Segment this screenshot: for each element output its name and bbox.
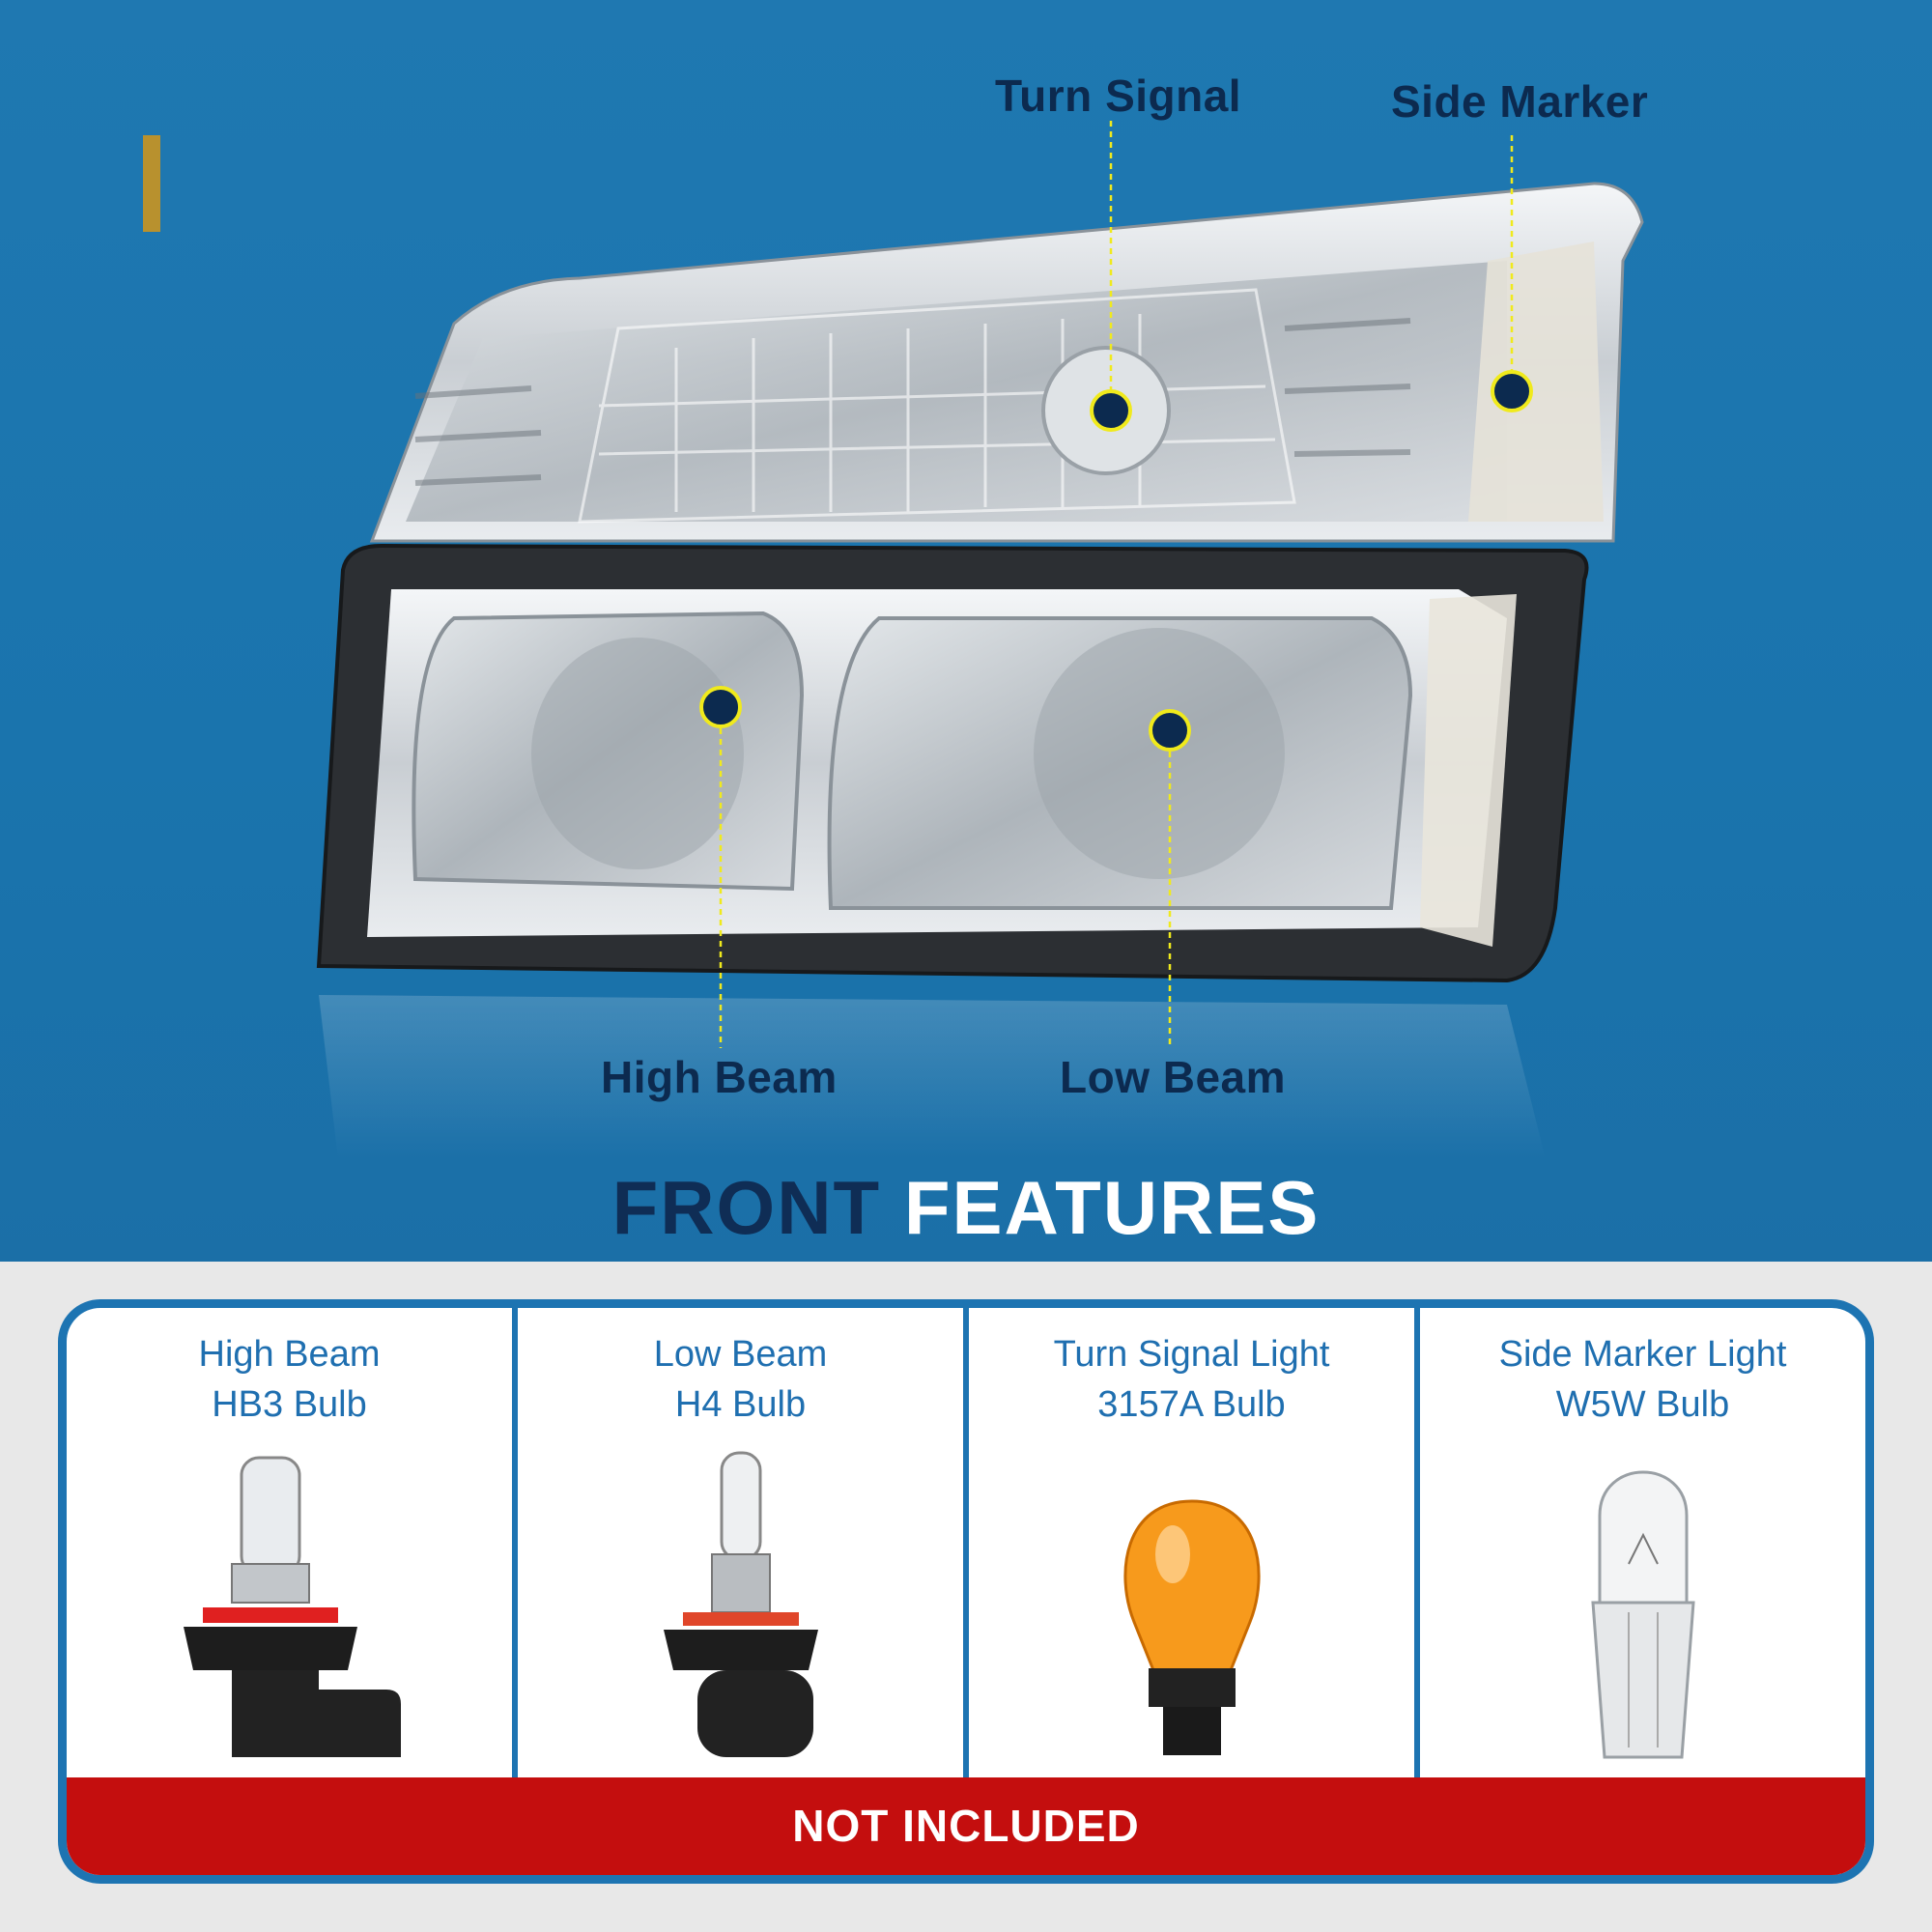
title-part-features: FEATURES xyxy=(903,1165,1321,1250)
bulb-card-label: Side Marker Light W5W Bulb xyxy=(1420,1329,1865,1430)
bulb-type: H4 Bulb xyxy=(674,1384,807,1425)
side-marker-callout: Side Marker xyxy=(1391,76,1649,127)
low-beam-marker xyxy=(1149,709,1191,752)
amber-3157a-bulb-icon xyxy=(1122,1499,1261,1755)
bulb-name: High Beam xyxy=(198,1334,381,1375)
hero-section: Turn Signal Side Marker High Beam Low Be… xyxy=(0,0,1932,1262)
bulb-card-w5w: Side Marker Light W5W Bulb xyxy=(1420,1308,1865,1786)
turn-signal-marker xyxy=(1090,389,1132,432)
bulb-type: 3157A Bulb xyxy=(1097,1384,1286,1425)
h4-bulb-icon xyxy=(663,1451,818,1757)
turn-signal-callout: Turn Signal xyxy=(995,71,1242,121)
w5w-wedge-bulb-icon xyxy=(1590,1470,1695,1759)
title-part-front: FRONT xyxy=(611,1165,882,1250)
section-title: FRONT FEATURES xyxy=(0,1164,1932,1252)
bulb-card-3157a: Turn Signal Light 3157A Bulb xyxy=(969,1308,1420,1786)
headlight-illustration xyxy=(143,121,1644,1159)
bulb-card-label: Turn Signal Light 3157A Bulb xyxy=(969,1329,1414,1430)
bulb-card-label: Low Beam H4 Bulb xyxy=(518,1329,963,1430)
side-marker-marker xyxy=(1491,370,1533,412)
bulb-panel: High Beam HB3 Bulb Low Beam H4 Bulb xyxy=(58,1299,1874,1884)
bulb-name: Side Marker Light xyxy=(1498,1334,1787,1375)
mount-post xyxy=(143,135,160,232)
high-beam-callout: High Beam xyxy=(601,1052,838,1102)
bulb-type: W5W Bulb xyxy=(1555,1384,1730,1425)
bulb-card-hb3: High Beam HB3 Bulb xyxy=(67,1308,518,1786)
low-beam-callout: Low Beam xyxy=(1060,1052,1287,1102)
hb3-bulb-icon xyxy=(183,1456,401,1757)
high-beam-marker xyxy=(699,686,742,728)
bulb-name: Low Beam xyxy=(653,1334,828,1375)
bulb-name: Turn Signal Light xyxy=(1053,1334,1330,1375)
bulb-card-h4: Low Beam H4 Bulb xyxy=(518,1308,969,1786)
bulb-type: HB3 Bulb xyxy=(212,1384,367,1425)
not-included-banner: NOT INCLUDED xyxy=(67,1777,1865,1875)
bulb-card-label: High Beam HB3 Bulb xyxy=(67,1329,512,1430)
